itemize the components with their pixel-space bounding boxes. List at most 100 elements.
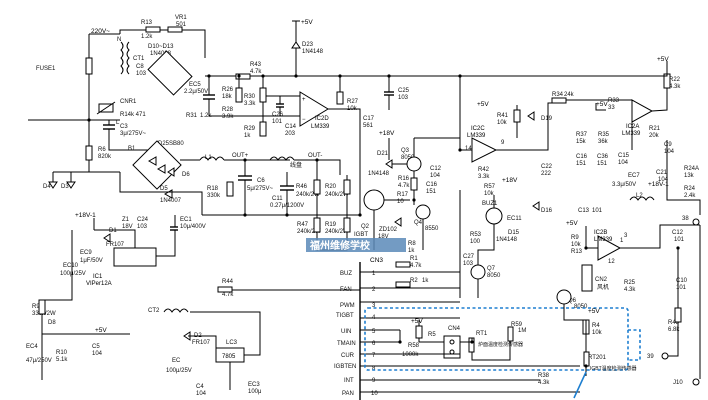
ic2c-pin9: 9	[501, 140, 505, 146]
r19-value: 240k/2W	[325, 229, 349, 235]
r48-resistor	[674, 307, 682, 323]
ec7-label: EC7	[628, 173, 640, 179]
r13-label: R13	[141, 20, 153, 26]
r28-value: 3.9k	[222, 114, 234, 120]
mains-voltage-label: 220V~	[91, 28, 110, 35]
ic1-chip	[113, 247, 157, 267]
c9-label: C9	[664, 142, 672, 148]
cn3-pin-num-5: 5	[372, 329, 376, 335]
c25-label: C25	[398, 88, 410, 94]
ic2c-pin14: 14	[465, 146, 472, 152]
vr1-value: 501	[176, 22, 187, 28]
c17-value: 561	[363, 123, 374, 129]
ct2-label: CT2	[148, 308, 160, 314]
r18-label: R18	[207, 186, 219, 192]
c16-label: C16	[426, 182, 438, 188]
b1-bridge	[132, 140, 182, 190]
q4-label: Q4	[414, 220, 423, 226]
ec10-value: 100μ/25V	[60, 271, 86, 277]
c27-label: C27	[463, 254, 475, 260]
r16-value: 4.7k	[398, 183, 410, 189]
ec5-value: 2.2μ/50V	[184, 89, 208, 95]
r25-value: 4.3k	[624, 287, 636, 293]
watermark: 福州维修学校	[306, 238, 406, 252]
c25-value: 103	[398, 95, 409, 101]
j10-label: J10	[673, 380, 683, 386]
ic2a-comparator	[631, 99, 654, 123]
c36-label: C36	[597, 154, 609, 160]
q2-igbt	[363, 189, 385, 211]
r24a-label: R24A	[684, 166, 699, 172]
d4-label: D4	[43, 184, 51, 190]
r34-resistor	[551, 97, 567, 104]
cnr1-label: CNR1	[120, 99, 137, 105]
c15-value: 104	[618, 160, 629, 166]
ec1-label: EC1	[180, 217, 192, 223]
zd102-label: ZD102	[379, 227, 398, 233]
r20-resistor	[343, 179, 351, 195]
r16-label: R16	[398, 176, 410, 182]
b1-label: B1	[128, 146, 136, 152]
sensor-vcc5-right: +5V	[588, 308, 600, 315]
connector-cn3: CN3 BUZ FAN PWM TIGBT UIN TMAIN CUR IGBT…	[334, 257, 580, 400]
fan-vcc5: +5V	[566, 220, 578, 227]
r17-value: 10	[397, 199, 404, 205]
r16-resistor	[410, 177, 418, 191]
d5-label: D5	[160, 186, 168, 192]
zd102-zener	[394, 217, 402, 227]
r57-value: 10k	[484, 191, 495, 197]
r34-label: R34	[552, 92, 564, 98]
d2-part: FR107	[192, 340, 211, 346]
c5-value: 104	[92, 351, 103, 357]
comparator-vcc5-top: +5V	[657, 56, 669, 63]
r53-label: R53	[470, 232, 482, 238]
mains-n-label: N	[117, 37, 121, 43]
c8-label: C8	[136, 64, 144, 70]
cn3-pin-label-9: INT	[344, 378, 354, 384]
d1-part: FR107	[106, 242, 125, 248]
r42-value: 3.3k	[478, 174, 490, 180]
r48-label: R48	[668, 320, 680, 326]
watermark-text: 福州维修学校	[309, 239, 371, 252]
q2-part: IGBT	[354, 232, 368, 238]
r27-resistor	[336, 91, 344, 105]
c22-value: 222	[541, 171, 552, 177]
r9-resistor	[38, 299, 46, 315]
r13-resistor	[145, 26, 161, 33]
r26-value: 18k	[222, 94, 233, 100]
driver-vcc18-label: +18V	[379, 130, 395, 137]
q6-label: Q6	[568, 298, 577, 304]
r8-label: R8	[408, 241, 416, 247]
r38-label: R38	[538, 373, 550, 379]
ic2b-part: LM339	[594, 237, 613, 243]
c14-value: 203	[285, 131, 296, 137]
ps-vcc18-label: +18V-1	[75, 212, 96, 219]
ic2d-part: LM339	[311, 124, 330, 130]
vr1-varistor	[167, 26, 183, 33]
buzzer-section: R57 10k +18V BUZ1 EC11 D15 1N4148 D16 C2…	[459, 164, 553, 298]
fuse-label: FUSE1	[36, 66, 56, 72]
b1-part: D25SB80	[158, 141, 184, 147]
comparator-vcc18: +18V-1	[648, 181, 669, 188]
work-coil	[269, 156, 295, 161]
ec10-label: EC10	[63, 263, 79, 269]
sensor-highlight-tab	[628, 329, 641, 361]
c21-value: 104	[658, 177, 669, 183]
comp-vcc5-right: +5V	[596, 101, 608, 108]
ec3-label: EC3	[248, 382, 260, 388]
d21-diode	[385, 159, 393, 169]
ic2b-pin3: 3	[624, 233, 628, 239]
r26-label: R26	[222, 87, 234, 93]
sensor-vcc5-label: +5V	[411, 318, 423, 325]
coil-label: 线盘	[290, 161, 302, 169]
r24-value: 2.4k	[684, 193, 696, 199]
r44-resistor	[217, 286, 233, 293]
c6-value: 5μ/275V~	[247, 186, 273, 192]
r30-value: 3.3k	[244, 101, 256, 107]
current-sense: R43 4.7k EC5 2.2μ/50V R26 18k R30 3.3k R…	[184, 62, 460, 140]
fuse-symbol	[85, 57, 93, 75]
c27-value: 103	[463, 261, 474, 267]
r17-label: R17	[397, 192, 409, 198]
c14-label: C14	[285, 124, 297, 130]
l1-label: L1	[205, 155, 212, 161]
